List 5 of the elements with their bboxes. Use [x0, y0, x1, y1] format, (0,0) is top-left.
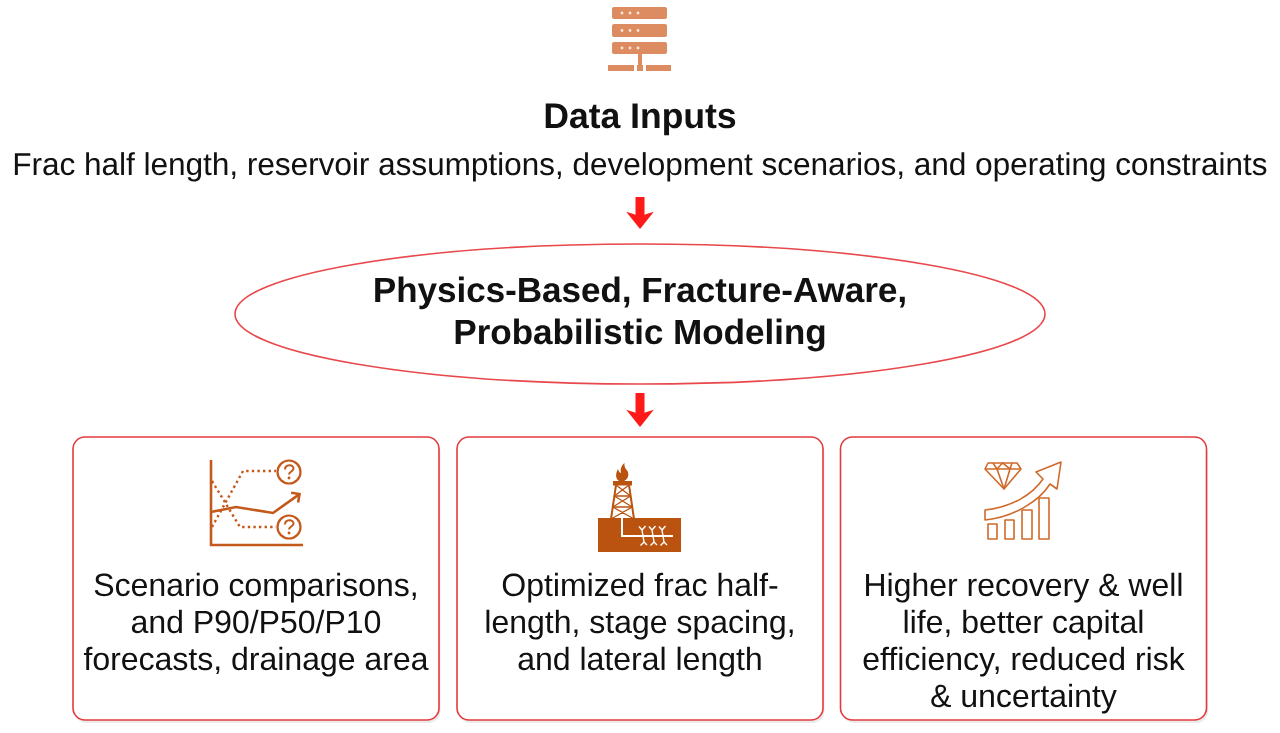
rounded-box: Higher recovery & well life, better capital efficiency, reduced risk & uncertainty [839, 436, 1208, 723]
heading: Data Inputs [545, 103, 736, 136]
subheading: Frac half length, reservoir assumptions, development scenarios, and operating constraints [14, 152, 1267, 182]
rounded-box: Scenario comparisons, and P90/P50/P10 forecasts, drainage area [72, 436, 441, 723]
rounded-box: Optimized frac half-length, stage spacing, and lateral length [456, 436, 825, 723]
